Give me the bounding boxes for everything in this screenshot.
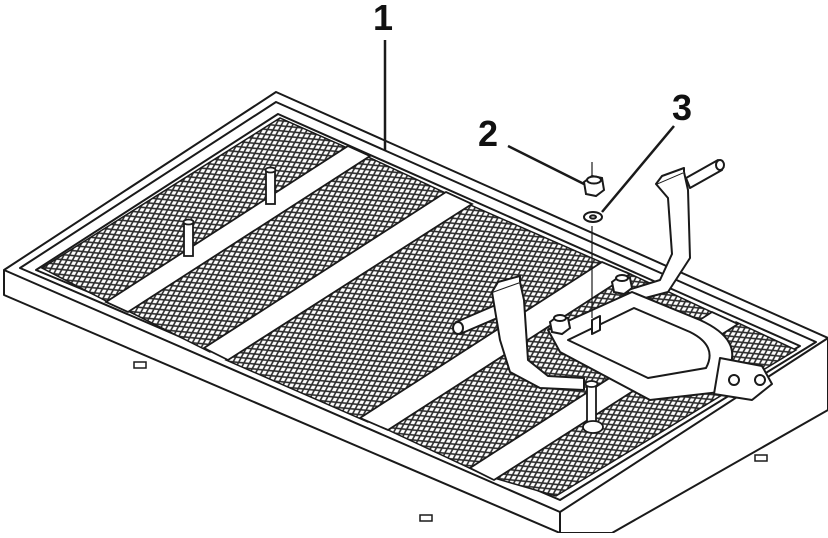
underside-feet: [133, 361, 768, 522]
callout-3-label: 3: [672, 87, 693, 128]
leader-3: [601, 125, 675, 213]
leader-2: [507, 144, 585, 186]
leader-lines: [383, 40, 675, 213]
bracket-nuts: [548, 274, 634, 336]
cross-rails: [104, 144, 740, 482]
callout-1-label: 1: [373, 0, 394, 38]
exploded-hardware: [582, 162, 606, 318]
tongue-plate: [713, 357, 773, 401]
mounting-studs: [182, 166, 604, 434]
callout-2-label: 2: [478, 113, 499, 154]
left-upright: [491, 281, 585, 391]
hitch-bracket: [452, 159, 773, 401]
